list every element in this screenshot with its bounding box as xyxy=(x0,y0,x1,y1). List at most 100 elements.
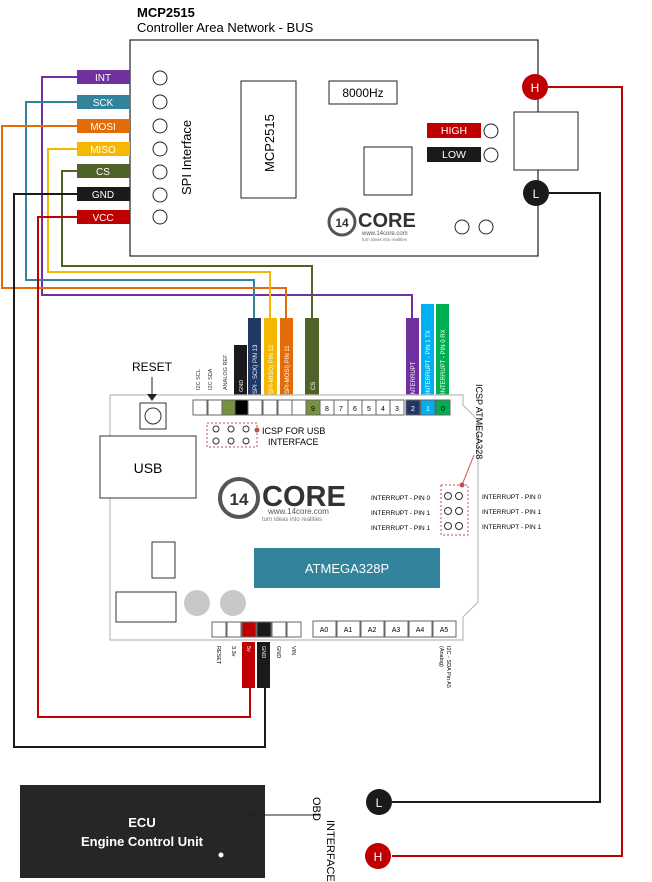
svg-text:A5: A5 xyxy=(440,627,449,634)
wire-can-h xyxy=(392,86,623,857)
svg-text:www.14core.com: www.14core.com xyxy=(267,507,329,516)
header-wire-tags: (SPI - SCK) PIN 13 (SPI-MISO) PIN 12 (SP… xyxy=(234,304,449,400)
svg-text:VIN: VIN xyxy=(290,646,296,655)
svg-text:5: 5 xyxy=(367,406,371,413)
mcp2515-chip xyxy=(240,80,297,199)
wire-cs xyxy=(61,170,313,318)
usb-port xyxy=(99,435,197,499)
pin-label-mosi: MOSI xyxy=(90,122,116,133)
spi-interface-label: SPI Interface xyxy=(179,120,194,195)
crystal-label: 8000Hz xyxy=(342,86,383,100)
svg-text:INTERRUPT - PIN 1: INTERRUPT - PIN 1 xyxy=(371,510,430,517)
power-labels: RESET 3.3v 5v GND GND VIN I2C - SDA Pin … xyxy=(215,646,451,688)
svg-text:H: H xyxy=(374,850,383,864)
icsp-atmega-label: ICSP ATMEGA328 xyxy=(474,384,484,459)
svg-text:A4: A4 xyxy=(416,627,425,634)
svg-text:L: L xyxy=(533,187,540,201)
svg-text:L: L xyxy=(376,796,383,810)
pin-label-vcc: VCC xyxy=(92,213,113,224)
high-pin xyxy=(483,123,499,139)
tag-cs: CS xyxy=(311,382,317,390)
tag-tx: INTERRUPT - PIN 1 TX xyxy=(426,330,432,394)
icsp-usb-header xyxy=(206,422,258,448)
can-terminal-block xyxy=(513,111,579,171)
low-pin xyxy=(483,147,499,163)
svg-text:turn ideas into realities: turn ideas into realities xyxy=(362,237,408,242)
top-small-labels: I2C SCL I2C SDA ANALOG REF xyxy=(196,354,229,390)
pin-label-int: INT xyxy=(95,73,111,84)
obd-high-terminal xyxy=(365,843,391,869)
svg-text:www.14core.com: www.14core.com xyxy=(361,231,408,237)
label-gnd-top: GND xyxy=(239,380,245,392)
mcp2515-chip-label: MCP2515 xyxy=(262,114,277,172)
low-label: LOW xyxy=(442,149,466,161)
crystal xyxy=(328,80,398,105)
svg-text:4: 4 xyxy=(381,406,385,413)
icsp-usb-label-2: INTERFACE xyxy=(268,437,319,447)
usb-label: USB xyxy=(134,460,163,476)
jumper-pin xyxy=(478,219,494,235)
pin-label-miso: MISO xyxy=(90,145,116,156)
svg-text:I2C - SDA Pin A5: I2C - SDA Pin A5 xyxy=(445,646,451,688)
ecu-box xyxy=(20,785,265,878)
tag-int: INTERRUPT xyxy=(411,361,417,396)
tag-mosi: (SPI-MOSI) PIN 11 xyxy=(285,345,291,396)
digital-header: 9 8 7 6 5 4 3 2 1 0 xyxy=(192,399,451,416)
obd-label-1: OBD xyxy=(310,797,322,821)
voltage-regulator xyxy=(151,541,176,579)
pin-label-sck: SCK xyxy=(93,98,114,109)
wire-miso xyxy=(47,148,271,318)
svg-text:INTERRUPT - PIN 1: INTERRUPT - PIN 1 xyxy=(482,509,541,516)
svg-text:14: 14 xyxy=(230,490,249,509)
svg-text:RESET: RESET xyxy=(215,646,221,665)
power-header xyxy=(211,621,302,638)
module-logo: 14 CORE www.14core.com turn ideas into r… xyxy=(327,207,416,242)
svg-text:3.3v: 3.3v xyxy=(230,646,236,657)
analog-header: A0 A1 A2 A3 A4 A5 xyxy=(312,620,457,638)
svg-text:A2: A2 xyxy=(368,627,377,634)
svg-text:I2C SCL: I2C SCL xyxy=(196,369,202,390)
wire-int xyxy=(41,76,413,318)
ecu-subtitle: Engine Control Unit xyxy=(81,834,204,849)
pin-label-gnd: GND xyxy=(92,190,114,201)
can-high-terminal xyxy=(522,74,548,100)
wire-mosi xyxy=(1,125,287,318)
tag-5v xyxy=(242,642,255,688)
svg-text:6: 6 xyxy=(353,406,357,413)
svg-text:5v: 5v xyxy=(245,646,251,652)
svg-text:(Analog): (Analog) xyxy=(438,646,444,667)
svg-text:9: 9 xyxy=(311,406,315,413)
svg-text:A0: A0 xyxy=(320,627,329,634)
obd-label-2: INTERFACE xyxy=(324,820,336,882)
can-low-terminal xyxy=(523,180,549,206)
tag-rx: INTERRUPT - PIN 0 RX xyxy=(441,329,447,394)
svg-text:3: 3 xyxy=(395,406,399,413)
svg-text:INTERRUPT - PIN 0: INTERRUPT - PIN 0 xyxy=(482,494,541,501)
svg-text:CORE: CORE xyxy=(262,481,346,513)
svg-text:7: 7 xyxy=(339,406,343,413)
svg-text:8: 8 xyxy=(325,406,329,413)
atmega-label: ATMEGA328P xyxy=(305,561,389,576)
svg-text:INTERRUPT - PIN 1: INTERRUPT - PIN 1 xyxy=(371,525,430,532)
obd-low-terminal xyxy=(366,789,392,815)
svg-text:CORE: CORE xyxy=(358,210,416,232)
tag-miso: (SPI-MISO) PIN 12 xyxy=(269,344,275,396)
svg-text:A3: A3 xyxy=(392,627,401,634)
capacitor xyxy=(220,590,246,616)
power-jack xyxy=(115,591,177,623)
wire-vcc xyxy=(37,216,251,718)
tag-sck: (SPI - SCK) PIN 13 xyxy=(253,344,259,396)
low-tag xyxy=(427,147,481,162)
ecu-title: ECU xyxy=(128,815,155,830)
atmega-chip xyxy=(254,548,440,588)
module-title: MCP2515 xyxy=(137,5,195,20)
tag-gnd xyxy=(257,642,270,688)
module-subtitle: Controller Area Network - BUS xyxy=(137,20,314,35)
svg-text:INTERRUPT - PIN 0: INTERRUPT - PIN 0 xyxy=(371,495,430,502)
svg-text:H: H xyxy=(531,81,540,95)
svg-text:INTERRUPT - PIN 1: INTERRUPT - PIN 1 xyxy=(482,524,541,531)
wire-can-l xyxy=(392,192,601,803)
high-tag xyxy=(427,123,481,138)
arduino-logo: 14 CORE www.14core.com turn ideas into r… xyxy=(218,477,346,523)
